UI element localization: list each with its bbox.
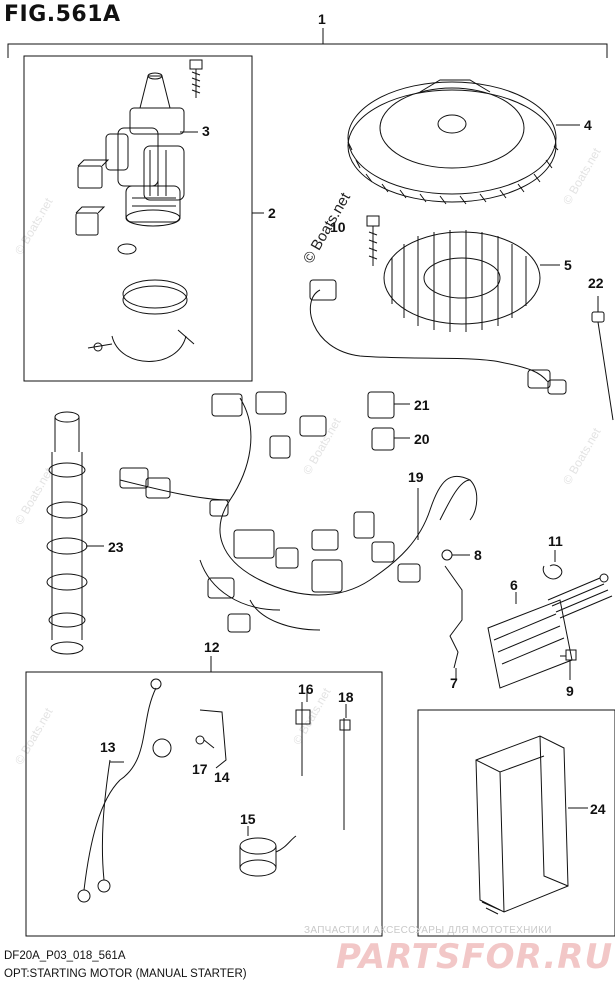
starter-motor-drawing: [105, 72, 198, 227]
cable-kit-box: [25, 671, 383, 937]
clip-11: [542, 564, 563, 580]
tie-18: [339, 718, 351, 830]
clamp-16: [295, 702, 311, 776]
callout-5[interactable]: 5: [564, 257, 572, 273]
diagram-description: OPT:STARTING MOTOR (MANUAL STARTER): [4, 968, 247, 980]
callout-15[interactable]: 15: [240, 811, 256, 827]
stator-drawing: [383, 230, 541, 332]
callout-8[interactable]: 8: [474, 547, 482, 563]
stator-bolt: [366, 215, 380, 266]
callout-9[interactable]: 9: [566, 683, 574, 699]
ecm-box: [417, 709, 615, 937]
callout-18[interactable]: 18: [338, 689, 354, 705]
bracket-7: [444, 565, 463, 669]
starter-kit-box: [23, 55, 253, 382]
callout-23[interactable]: 23: [108, 539, 124, 555]
relay-b: [75, 212, 99, 236]
camshaft-drawing: [46, 411, 88, 655]
callout-1[interactable]: 1: [318, 11, 326, 27]
callout-6[interactable]: 6: [510, 577, 518, 593]
callout-19[interactable]: 19: [408, 469, 424, 485]
battery-cable: [83, 687, 157, 891]
bracket-14: [199, 709, 227, 769]
callout-21[interactable]: 21: [414, 397, 430, 413]
figure-title: FIG.561A: [4, 2, 121, 27]
regulator-drawing: [487, 573, 613, 689]
callout-7[interactable]: 7: [450, 675, 458, 691]
relay-20: [371, 427, 395, 451]
diagram-code: DF20A_P03_018_561A: [4, 950, 126, 962]
callout-12[interactable]: 12: [204, 639, 220, 655]
brand-tagline: ЗАПЧАСТИ И АКСЕССУАРЫ ДЛЯ МОТОТЕХНИКИ: [304, 925, 552, 936]
callout-11[interactable]: 11: [548, 533, 563, 549]
starter-bolt: [189, 59, 203, 98]
relay-21: [367, 391, 395, 419]
clamp-ring: [122, 279, 188, 309]
flywheel-drawing: [347, 79, 559, 205]
callout-10[interactable]: 10: [330, 219, 346, 235]
wiring-harness-drawing: [119, 391, 478, 633]
callout-24[interactable]: 24: [590, 801, 606, 817]
coupler-15: [239, 826, 297, 877]
ecm-drawing: [475, 735, 569, 915]
callout-14[interactable]: 14: [214, 769, 230, 785]
stator-lead: [309, 289, 549, 383]
assembly-bracket: [7, 43, 608, 58]
callout-3[interactable]: 3: [202, 123, 210, 139]
callout-4[interactable]: 4: [584, 117, 592, 133]
callout-20[interactable]: 20: [414, 431, 430, 447]
callout-16[interactable]: 16: [298, 681, 314, 697]
callout-22[interactable]: 22: [588, 275, 604, 291]
brand-logo: PARTSFOR.RU: [336, 937, 614, 977]
relay-a: [77, 165, 103, 189]
callout-2[interactable]: 2: [268, 205, 276, 221]
mount-bracket: [111, 329, 195, 362]
callout-17[interactable]: 17: [192, 761, 208, 777]
callout-13[interactable]: 13: [100, 739, 116, 755]
